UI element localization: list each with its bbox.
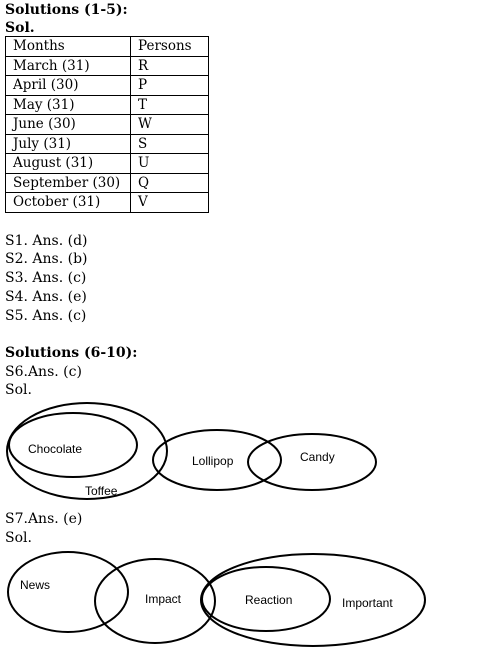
circle-impact	[94, 558, 216, 644]
person-cell: V	[130, 192, 209, 213]
heading-solutions-1-5: Solutions (1-5):	[5, 2, 128, 18]
person-cell: S	[130, 133, 209, 154]
answer-s4: S4. Ans. (e)	[5, 289, 87, 305]
venn-diagram-q6: Chocolate Toffee Lollipop Candy	[6, 402, 377, 500]
table-header-row: Months Persons	[5, 36, 209, 57]
month-cell: September (30)	[5, 172, 131, 193]
circle-toffee	[6, 402, 168, 500]
label-important: Important	[342, 596, 393, 610]
label-toffee: Toffee	[85, 484, 118, 498]
sol-label-s7: Sol.	[5, 530, 32, 546]
answer-s5: S5. Ans. (c)	[5, 308, 87, 324]
answer-s2: S2. Ans. (b)	[5, 251, 88, 267]
person-cell: R	[130, 55, 209, 76]
column-header-persons: Persons	[130, 36, 209, 57]
month-cell: October (31)	[5, 192, 131, 213]
circle-chocolate	[8, 412, 138, 478]
month-cell: May (31)	[5, 94, 131, 115]
person-cell: U	[130, 153, 209, 174]
person-cell: T	[130, 94, 209, 115]
months-persons-table: Months Persons March (31)R April (30)P M…	[5, 36, 209, 213]
circle-news	[7, 551, 129, 633]
answer-s7: S7.Ans. (e)	[5, 511, 83, 527]
person-cell: P	[130, 75, 209, 96]
label-lollipop: Lollipop	[192, 454, 234, 468]
answer-s1: S1. Ans. (d)	[5, 233, 88, 249]
circle-candy	[247, 433, 377, 491]
table-row: October (31)V	[5, 192, 209, 213]
venn-diagram-q7: News Impact Reaction Important	[7, 551, 426, 647]
sol-label-s6: Sol.	[5, 382, 32, 398]
column-header-months: Months	[5, 36, 131, 57]
label-impact: Impact	[145, 592, 182, 606]
table-row: July (31)S	[5, 133, 209, 154]
label-reaction: Reaction	[245, 593, 292, 607]
month-cell: July (31)	[5, 133, 131, 154]
label-candy: Candy	[300, 450, 335, 464]
heading-solutions-6-10: Solutions (6-10):	[5, 345, 138, 361]
table-row: September (30)Q	[5, 172, 209, 193]
person-cell: W	[130, 114, 209, 135]
person-cell: Q	[130, 172, 209, 193]
month-cell: August (31)	[5, 153, 131, 174]
table-row: March (31)R	[5, 55, 209, 76]
table-row: June (30)W	[5, 114, 209, 135]
circle-lollipop	[152, 429, 282, 491]
month-cell: June (30)	[5, 114, 131, 135]
table-row: April (30)P	[5, 75, 209, 96]
circle-important	[200, 553, 426, 647]
table-row: August (31)U	[5, 153, 209, 174]
label-news: News	[20, 578, 50, 592]
table-row: May (31)T	[5, 94, 209, 115]
month-cell: April (30)	[5, 75, 131, 96]
sol-label: Sol.	[5, 20, 35, 36]
answer-s3: S3. Ans. (c)	[5, 270, 87, 286]
label-chocolate: Chocolate	[28, 442, 82, 456]
answer-s6: S6.Ans. (c)	[5, 364, 82, 380]
month-cell: March (31)	[5, 55, 131, 76]
